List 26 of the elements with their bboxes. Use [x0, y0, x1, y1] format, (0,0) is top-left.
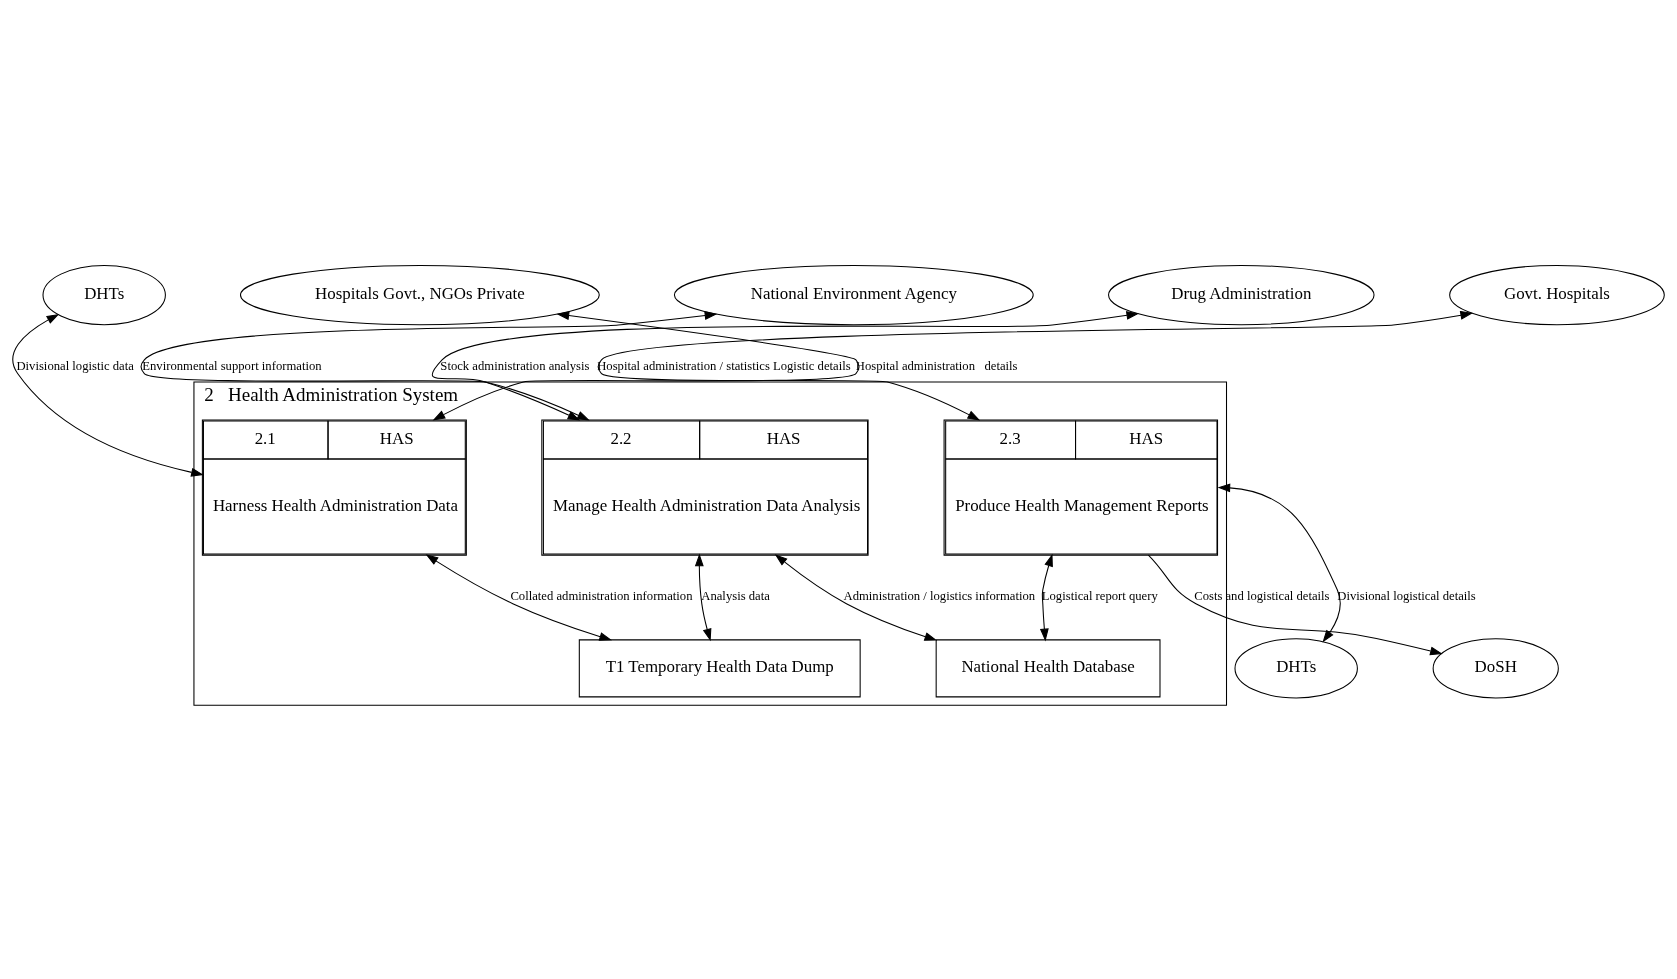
- arrow: [1217, 483, 1341, 643]
- arrow: [12, 314, 204, 477]
- node-box: National Health Database: [935, 639, 1161, 698]
- edge-label: Divisional logistic data: [16, 358, 134, 373]
- arrow: [431, 311, 1140, 421]
- edge-label: Environmental support information: [142, 358, 322, 373]
- arrow: [140, 311, 718, 421]
- node-ellipse: Hospitals Govt., NGOs Private: [239, 264, 600, 326]
- arrow: [1039, 553, 1053, 642]
- edge-label: Collated administration information: [510, 589, 693, 604]
- arrow: [425, 554, 613, 641]
- arrow: [597, 310, 1474, 421]
- node-ellipse: Drug Administration: [1108, 264, 1375, 326]
- node-box: T1 Temporary Health Data Dump: [578, 639, 861, 698]
- node-ellipse: Govt. Hospitals: [1449, 264, 1665, 326]
- arrow: [432, 311, 860, 421]
- edge-label: Stock administration analysis: [440, 358, 590, 373]
- edge-label: Logistical report query: [1041, 589, 1158, 604]
- node-ellipse: DHTs: [1234, 638, 1358, 699]
- node-ellipse: DoSH: [1432, 638, 1559, 699]
- edge-label: Analysis data: [701, 589, 770, 604]
- arrow: [694, 553, 712, 642]
- node-ellipse: National Environment Agency: [673, 264, 1034, 326]
- arrow: [774, 554, 938, 641]
- arrow: [1147, 554, 1443, 656]
- edge-label: Administration / logistics information: [843, 589, 1036, 604]
